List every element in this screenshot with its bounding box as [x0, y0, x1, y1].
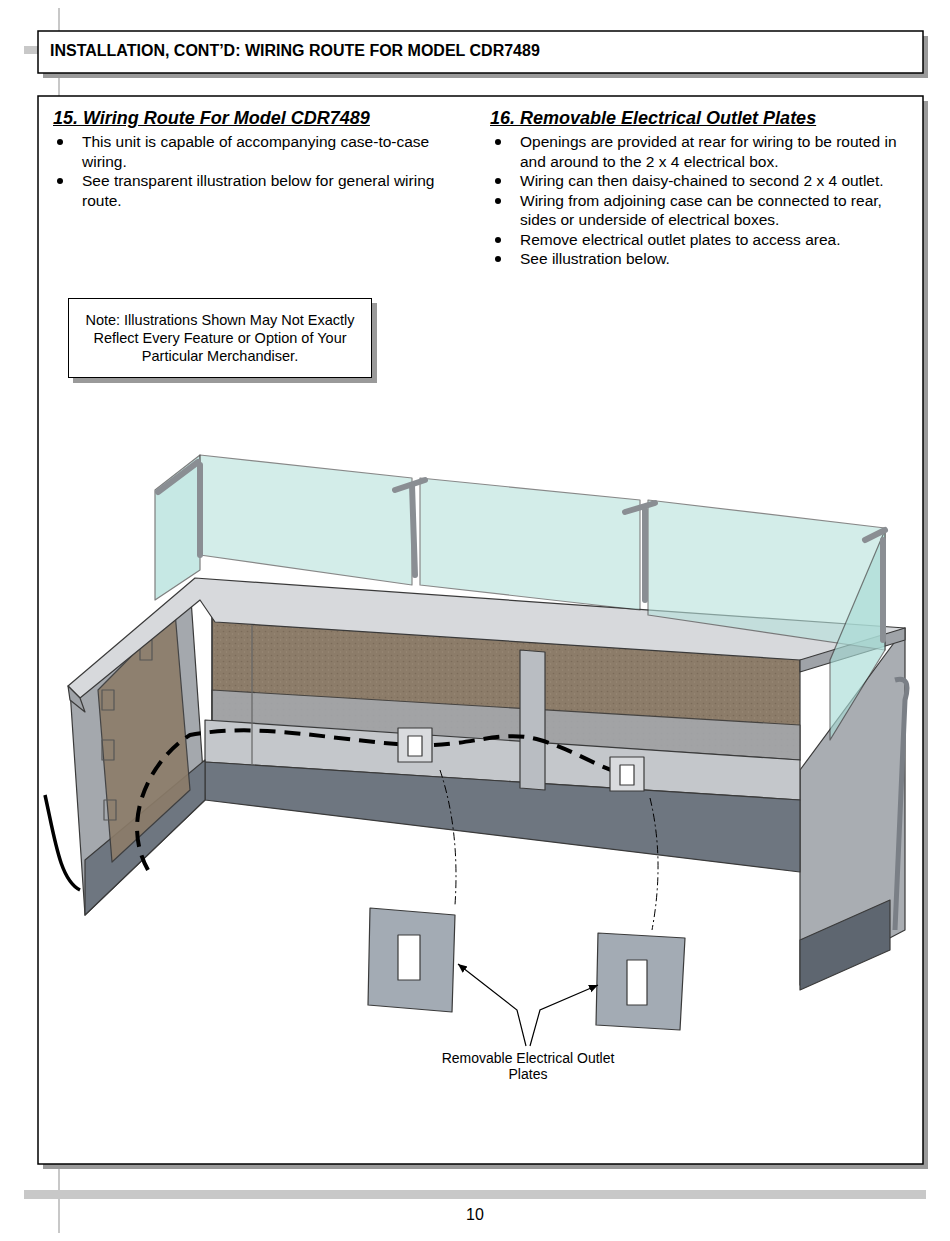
art-shape — [200, 455, 412, 585]
art-shape — [102, 690, 114, 710]
bullet-text: See illustration below. — [520, 249, 905, 269]
caption-leaders — [458, 964, 598, 1046]
art-shape — [398, 935, 420, 980]
art-shape — [45, 795, 80, 890]
section-heading: 15. Wiring Route For Model CDR7489 — [53, 108, 370, 129]
art-shape — [24, 46, 38, 54]
page-title: INSTALLATION, CONT’D: WIRING ROUTE FOR M… — [50, 42, 540, 60]
art-shape — [830, 530, 885, 740]
art-shape — [642, 510, 648, 600]
figure-caption: Removable Electrical Outlet Plates — [440, 1050, 616, 1082]
art-shape — [895, 679, 907, 930]
art-shape — [68, 686, 85, 712]
section-heading: 16. Removable Electrical Outlet Plates — [490, 108, 816, 129]
art-shape — [620, 765, 634, 785]
bullet-text: See transparent illustration below for g… — [82, 171, 450, 210]
art-shape — [625, 503, 655, 512]
bullet-text: This unit is capable of accompanying cas… — [82, 132, 450, 171]
art-shape — [610, 757, 644, 791]
art-shape — [420, 478, 640, 610]
art-shape — [800, 900, 890, 990]
art-shape — [158, 462, 198, 492]
art-shape — [368, 908, 455, 1012]
art-shape — [440, 770, 456, 905]
art-shape — [880, 540, 886, 640]
content-frame — [38, 96, 928, 1169]
bullet-dot — [495, 178, 501, 184]
bullet-dot — [495, 198, 501, 204]
art-shape — [104, 800, 116, 820]
art-shape — [24, 1190, 926, 1199]
page-number: 10 — [455, 1206, 495, 1224]
art-shape — [137, 730, 630, 870]
art-shape — [398, 728, 432, 762]
art-shape — [408, 736, 422, 756]
page-rules — [24, 8, 926, 1233]
art-shape — [197, 465, 203, 555]
bullet-dot — [57, 178, 63, 184]
note-text: Note: Illustrations Shown May Not Exactl… — [77, 311, 363, 365]
bullet-dot — [57, 139, 63, 145]
art-shape — [205, 762, 800, 872]
bullet-dot — [495, 237, 501, 243]
art-shape — [211, 610, 212, 720]
bullet-text: Wiring can then daisy-chained to second … — [520, 171, 905, 191]
art-shape — [520, 650, 545, 790]
art-shape — [530, 985, 598, 1046]
case-illustration — [45, 455, 907, 1030]
art-shape — [596, 933, 685, 1030]
bullet-dot — [495, 256, 501, 262]
note-box: Note: Illustrations Shown May Not Exactl… — [68, 298, 372, 378]
bullet-dot — [495, 139, 501, 145]
art-shape — [38, 31, 923, 73]
art-shape — [650, 798, 658, 930]
art-shape — [627, 960, 647, 1005]
bullet-text: Wiring from adjoining case can be connec… — [520, 191, 905, 230]
art-shape — [158, 462, 885, 640]
art-shape — [38, 96, 923, 1164]
bullet-text: Openings are provided at rear for wiring… — [520, 132, 905, 171]
art-shape — [458, 964, 526, 1046]
art-shape — [102, 740, 114, 760]
header-box — [38, 31, 928, 78]
art-shape — [251, 612, 252, 765]
bullet-text: Remove electrical outlet plates to acces… — [520, 230, 905, 250]
art-shape — [412, 485, 415, 575]
art-shape — [155, 455, 200, 600]
